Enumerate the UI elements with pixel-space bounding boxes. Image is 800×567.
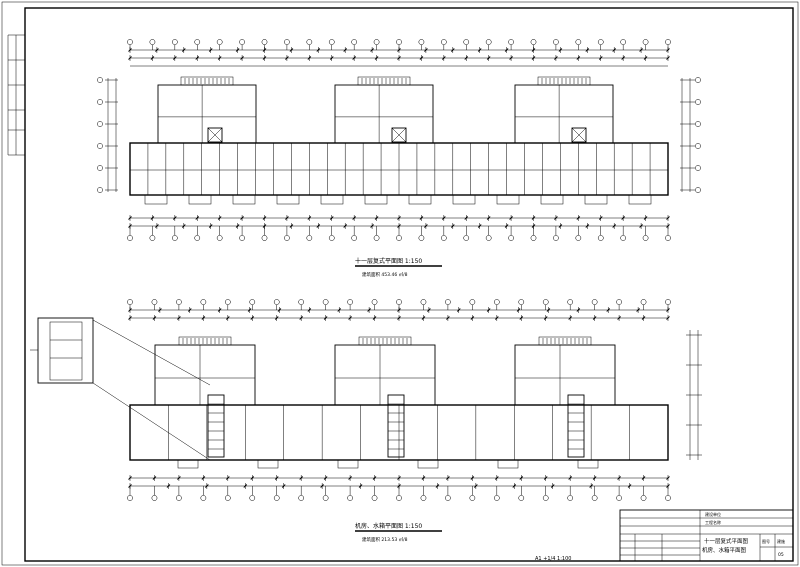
top-floor-plan: [97, 39, 701, 241]
top-plan-title: 十一层复式平面图 1:150: [355, 257, 422, 265]
drawing-name-2: 机房、水箱平面图: [702, 546, 747, 554]
sheet-value: 建施: [777, 538, 785, 544]
section-detail-inset: [30, 317, 211, 461]
top-plan-subtitle: 建筑面积 453.46 ㎡/8: [362, 271, 408, 278]
sheet-number: 05: [778, 552, 784, 558]
bottom-plan-subtitle: 建筑面积 213.53 ㎡/8: [362, 536, 408, 543]
top-plan-caption: 十一层复式平面图 1:150 建筑面积 453.46 ㎡/8: [355, 257, 442, 278]
project-label-2: 工程名称: [705, 519, 721, 525]
bottom-floor-plan: [127, 299, 702, 501]
title-block: 建设单位 工程名称 十一层复式平面图 机房、水箱平面图 图号 建施 05: [619, 509, 794, 562]
sheet-label: 图号: [762, 538, 770, 544]
bottom-plan-caption: 机房、水箱平面图 1:150 建筑面积 213.53 ㎡/8: [355, 522, 442, 543]
inner-frame: [24, 7, 794, 562]
bottom-note: A1 +1/4 1:100: [535, 556, 571, 562]
binding-strip: [7, 34, 25, 156]
drawing-name-1: 十一层复式平面图: [704, 537, 749, 545]
project-label-1: 建设单位: [705, 511, 721, 517]
bottom-plan-title: 机房、水箱平面图 1:150: [355, 522, 422, 530]
